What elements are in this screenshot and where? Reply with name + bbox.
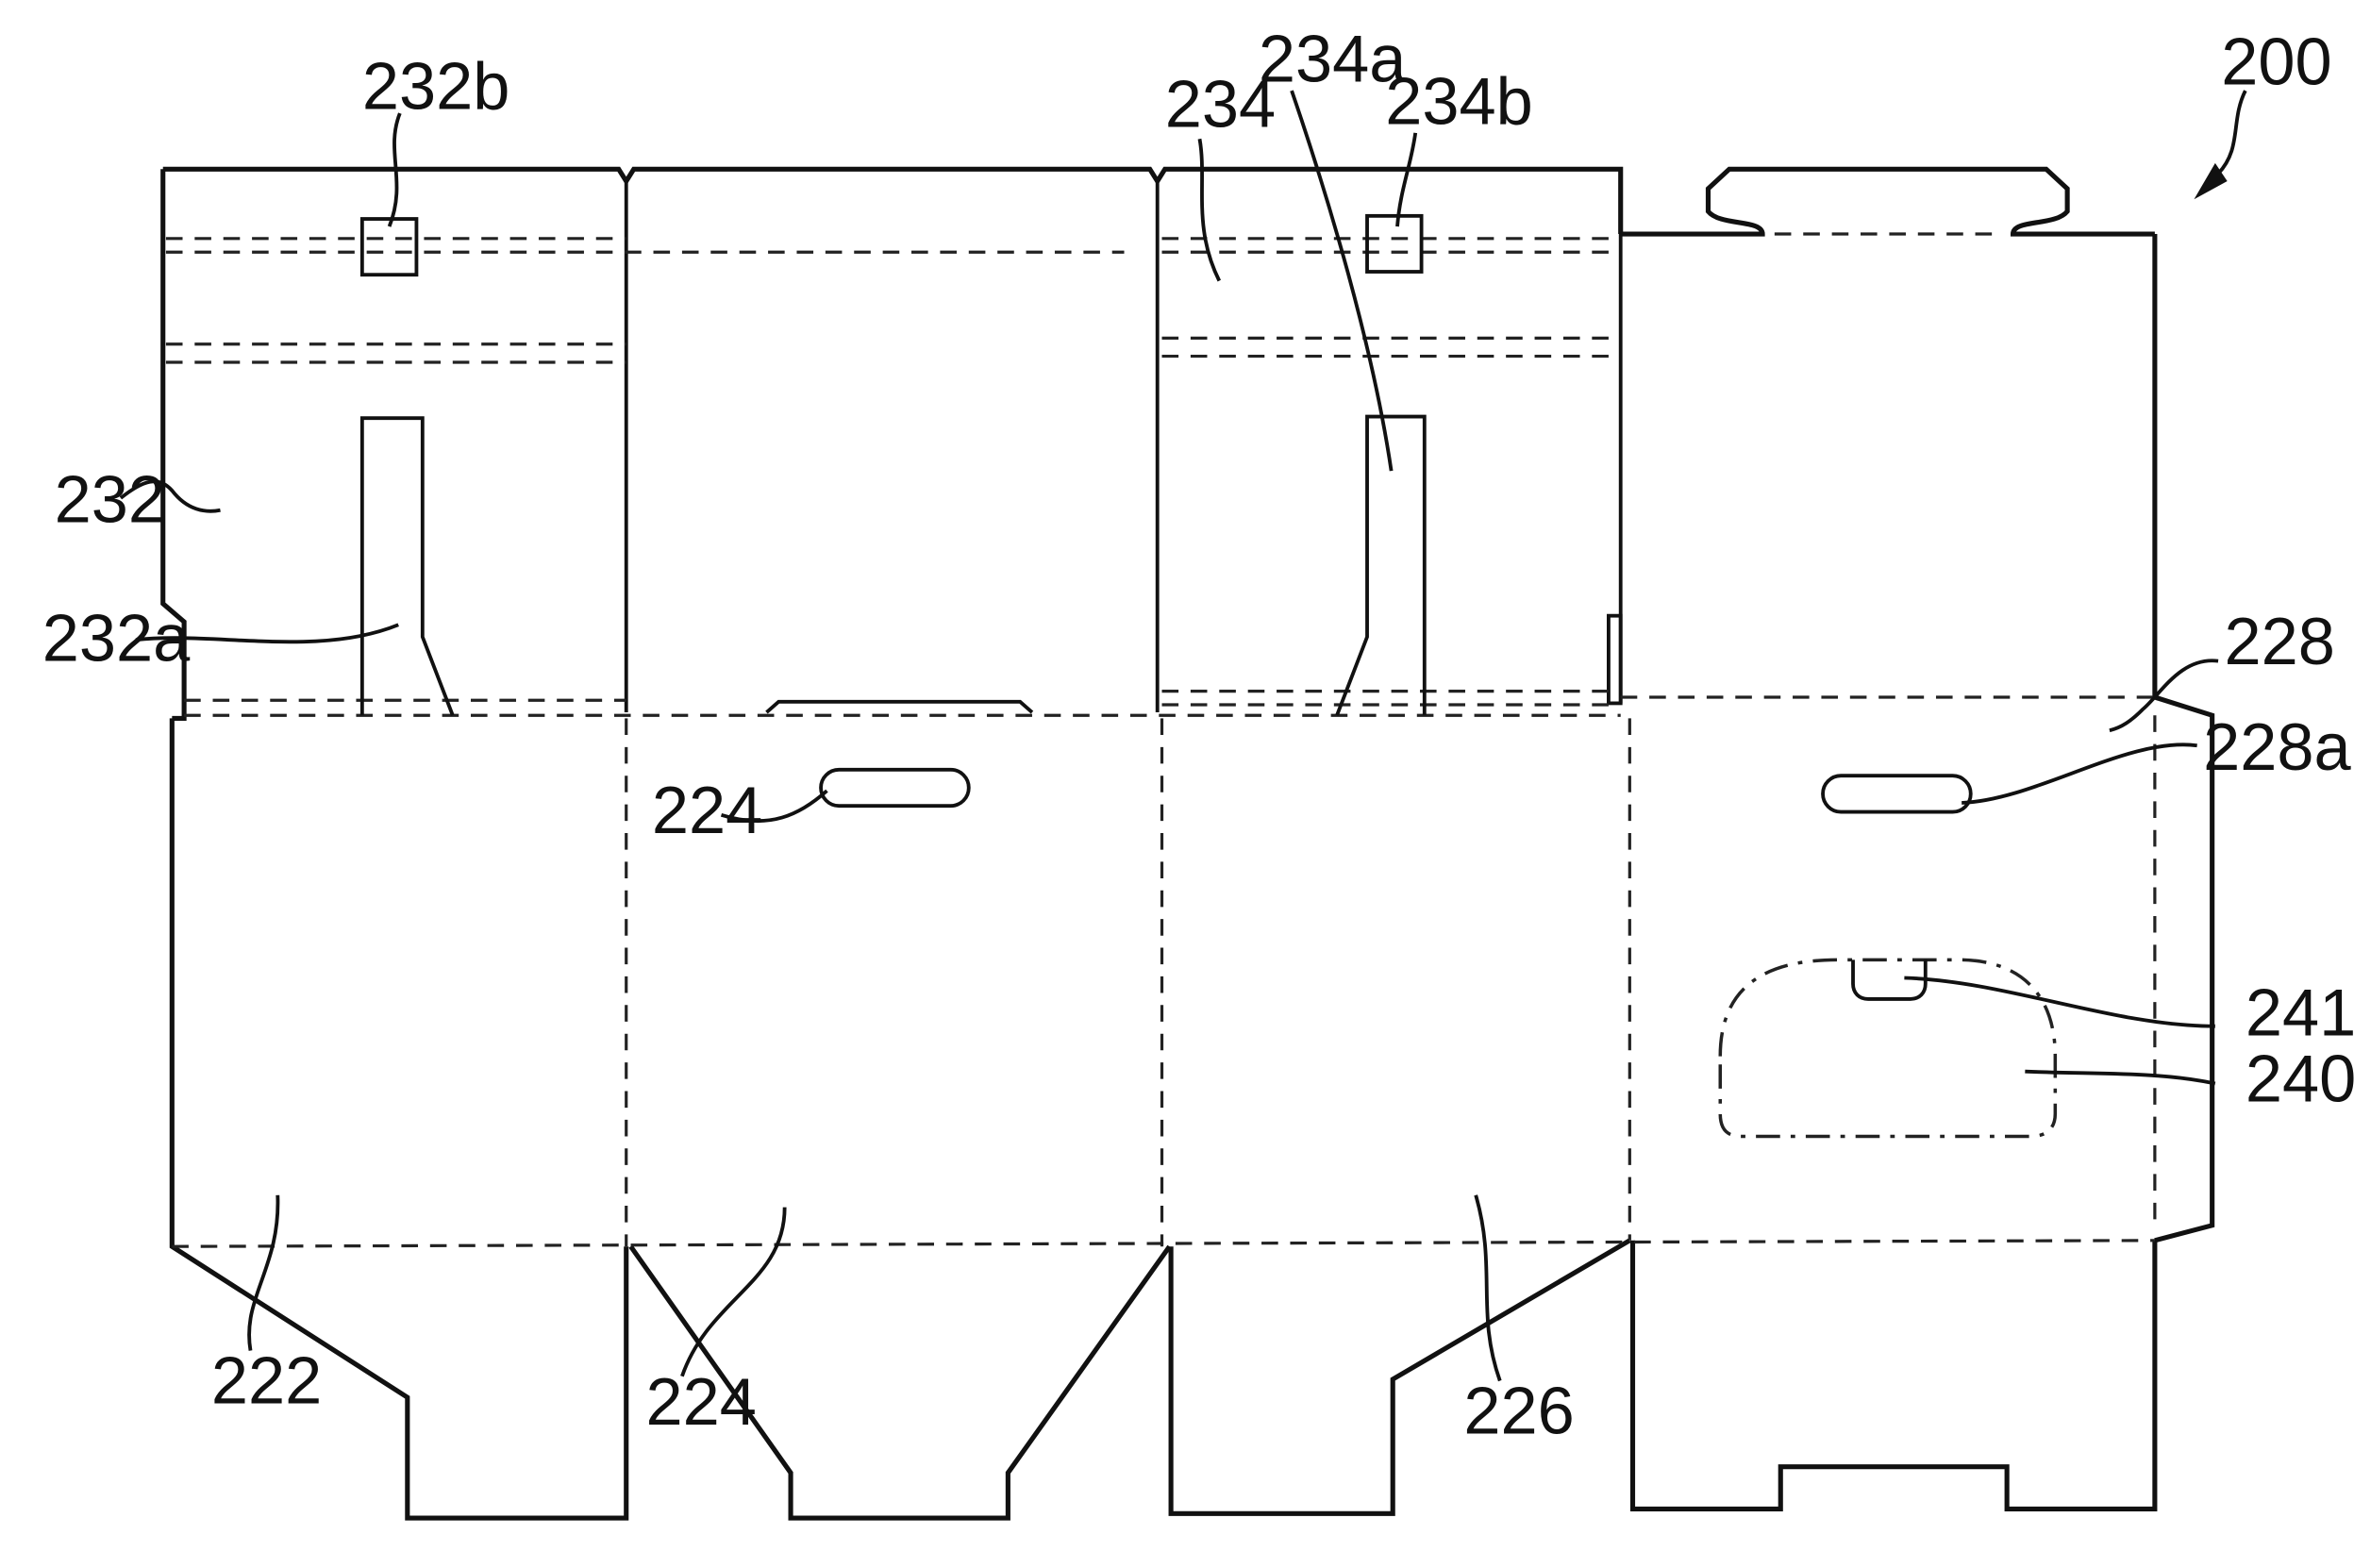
label-224-upper: 224	[652, 773, 762, 847]
label-234b: 234b	[1385, 63, 1533, 138]
label-226: 226	[1463, 1374, 1574, 1448]
label-240: 240	[2245, 1042, 2354, 1116]
label-241: 241	[2245, 975, 2354, 1049]
label-232a: 232a	[42, 601, 191, 676]
fold-lines	[166, 234, 2155, 1246]
label-222: 222	[211, 1343, 322, 1418]
leader-200	[2218, 91, 2245, 174]
label-228: 228	[2224, 604, 2334, 678]
window-240	[1720, 959, 2055, 1136]
features	[362, 216, 2055, 1137]
window-232b	[362, 219, 417, 275]
reference-labels: 200 232b 234 234a 234b 232 232a 228 228a…	[42, 21, 2354, 1447]
label-232b: 232b	[362, 48, 510, 123]
top-edge-tab-224	[766, 702, 1031, 712]
leader-lines	[121, 91, 2245, 1380]
leader-226	[1476, 1195, 1500, 1381]
strap-232a	[362, 418, 453, 715]
label-224-lower: 224	[646, 1364, 757, 1439]
label-200: 200	[2221, 25, 2331, 99]
label-232: 232	[55, 462, 165, 537]
label-228a: 228a	[2203, 709, 2351, 784]
bottom-flap-228-outline	[1633, 1241, 2155, 1510]
handle-slot-228a	[1823, 776, 1971, 811]
window-234b	[1367, 216, 1422, 272]
leader-228a	[1962, 744, 2197, 803]
strap-234a	[1337, 417, 1425, 716]
top-tab	[1621, 169, 2155, 234]
leader-234	[1199, 139, 1219, 280]
blank-outline	[163, 169, 2212, 1518]
leader-222	[249, 1195, 277, 1351]
leader-241	[1904, 978, 2214, 1026]
leader-234a	[1292, 91, 1392, 471]
leader-228	[2110, 660, 2218, 730]
handle-slot-224	[821, 770, 969, 806]
leader-224-lower	[682, 1208, 785, 1376]
leader-234b	[1397, 133, 1415, 226]
